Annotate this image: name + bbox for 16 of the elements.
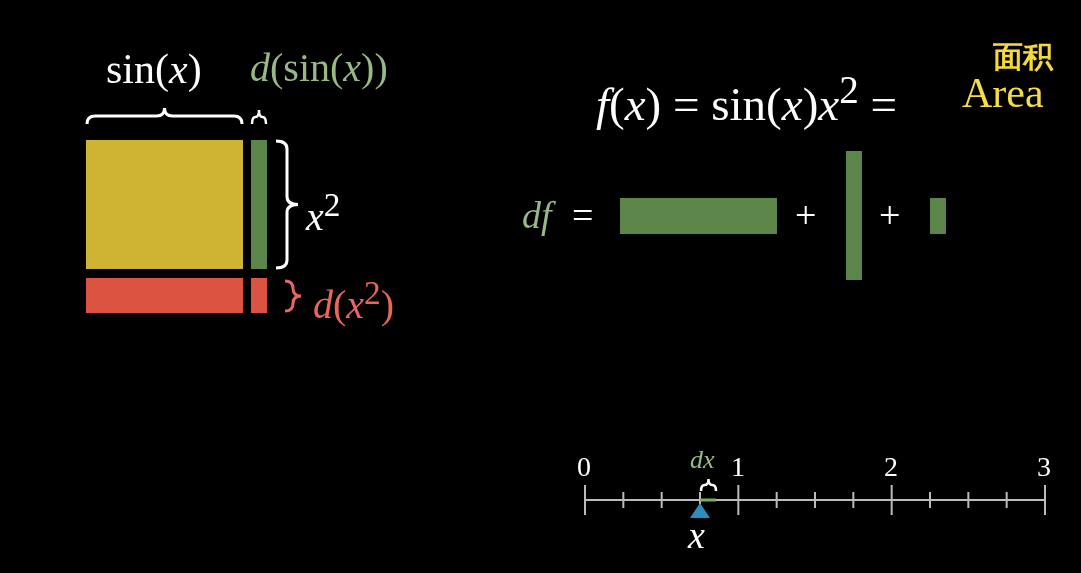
tick-label: 2 (884, 453, 898, 481)
translation-label: 面积 (993, 42, 1053, 72)
plus-sign: + (795, 196, 817, 234)
plus-sign: + (879, 196, 901, 234)
math-label: dx (690, 447, 715, 473)
math-label: d(x$^{2}$) (313, 276, 395, 326)
tick-label: 1 (731, 453, 745, 481)
math-label: Area (962, 72, 1044, 114)
formula: f(x) = sin(x)x$^{2}$ = (596, 70, 897, 128)
variable-label: x (688, 516, 705, 554)
math-label: sin(x) (106, 48, 202, 90)
math-label: d(sin(x)) (250, 48, 388, 88)
math-label: x$^{2}$ (306, 188, 341, 238)
tick-label: 3 (1037, 453, 1051, 481)
tick-label: 0 (577, 453, 591, 481)
equals-sign: = (572, 196, 594, 234)
